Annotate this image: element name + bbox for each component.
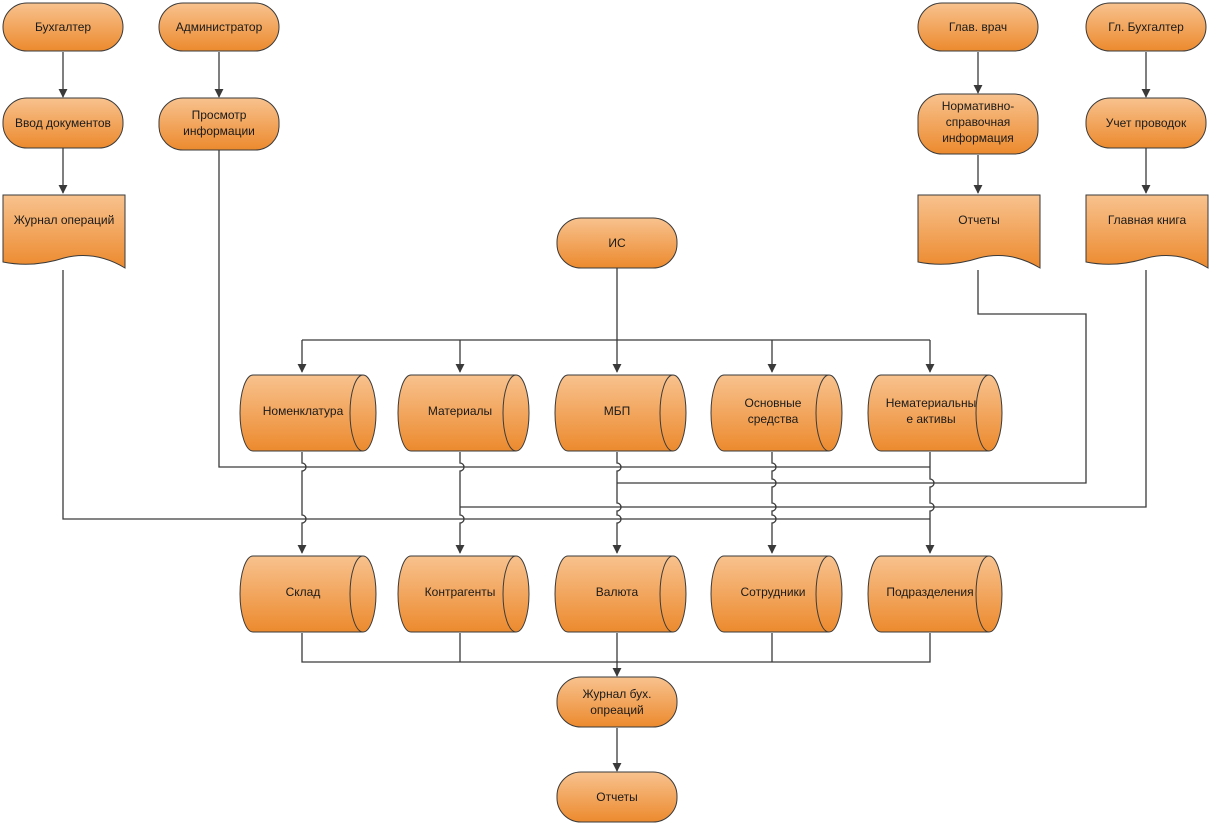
connectors [58,52,1151,772]
cylinder-sklad-label: Склад [286,585,321,599]
line-zhurnal-feed [62,270,930,520]
arrow-materialy-kontragenty [455,452,465,554]
cylinder-valyuta-label: Валюта [596,585,639,599]
node-zhurnal-buh[interactable]: Журнал бух. опреаций [556,676,678,728]
node-prosmotr[interactable]: Просмотр информации [158,97,280,151]
line-prosmotr-feed [218,150,930,468]
node-admin[interactable]: Администратор [158,2,280,52]
cylinder-osnovnye-label-2: средства [748,412,799,426]
node-admin-label: Администратор [176,20,263,34]
cylinder-valyuta[interactable]: Валюта [554,555,687,633]
arrow-nomenklatura-sklad [297,452,307,554]
node-gl-buhgalter[interactable]: Гл. Бухгалтер [1085,2,1207,52]
node-glavnaya-kniga[interactable]: Главная книга [1085,194,1209,269]
node-nsi[interactable]: Нормативно- справочная информация [917,93,1039,155]
cylinder-sotrudniki[interactable]: Сотрудники [710,555,843,633]
cylinder-nomenklatura-label: Номенклатура [263,404,344,418]
node-is[interactable]: ИС [556,217,678,269]
cylinder-osnovnye[interactable]: Основные средства [710,374,843,452]
cylinder-nematerialnye-label-2: е активы [906,412,955,426]
node-vvod[interactable]: Ввод документов [2,97,124,149]
node-nsi-label-1: Нормативно- [942,99,1015,113]
cylinder-nematerialnye[interactable]: Нематериальны е активы [867,374,1003,452]
node-glav-vrach-label: Глав. врач [949,20,1007,34]
node-gl-buhgalter-label: Гл. Бухгалтер [1108,20,1184,34]
node-buhgalter-label: Бухгалтер [35,20,91,34]
node-vvod-label: Ввод документов [15,116,111,130]
node-glavnaya-kniga-label: Главная книга [1108,213,1187,227]
cylinder-sotrudniki-label: Сотрудники [741,585,806,599]
cylinder-materialy[interactable]: Материалы [397,374,530,452]
node-zhurnal-buh-label-1: Журнал бух. [582,687,651,701]
cylinder-mbp-label: МБП [604,404,631,418]
cylinder-nematerialnye-label-1: Нематериальны [886,396,977,410]
cylinder-podrazdeleniya[interactable]: Подразделения [867,555,1003,633]
cylinder-sklad[interactable]: Склад [239,555,377,633]
node-uchet[interactable]: Учет проводок [1085,97,1207,149]
node-prosmotr-label-1: Просмотр [192,108,247,122]
cylinder-osnovnye-label-1: Основные [745,396,802,410]
node-otchety-doc[interactable]: Отчеты [917,194,1041,269]
node-zhurnal-buh-label-2: опреаций [590,703,643,717]
node-is-label: ИС [608,236,626,250]
line-bottom-merge-right [617,633,931,663]
line-otchety-feed [617,270,1087,484]
node-glav-vrach[interactable]: Глав. врач [917,2,1039,52]
node-otchety-final-label: Отчеты [596,790,637,804]
node-zhurnal-operaciy-label: Журнал операций [14,213,115,227]
cylinder-mbp[interactable]: МБП [554,374,687,452]
arrow-mbp-valyuta [612,452,622,554]
cylinder-nomenklatura[interactable]: Номенклатура [239,374,377,452]
node-otchety-doc-label: Отчеты [958,213,999,227]
cylinder-podrazdeleniya-label: Подразделения [886,585,973,599]
node-prosmotr-label-2: информации [183,124,255,138]
node-zhurnal-operaciy[interactable]: Журнал операций [2,194,126,269]
line-glavkniga-feed [460,270,1147,508]
arrow-nematerialnye-podrazdeleniya [925,452,935,554]
node-otchety-final[interactable]: Отчеты [556,771,678,823]
node-nsi-label-3: информация [942,131,1014,145]
cylinder-kontragenty[interactable]: Контрагенты [397,555,530,633]
node-nsi-label-2: справочная [946,115,1011,129]
arrow-osnovnye-sotrudniki [767,452,777,554]
cylinder-kontragenty-label: Контрагенты [425,585,496,599]
cylinder-materialy-label: Материалы [428,404,492,418]
node-buhgalter[interactable]: Бухгалтер [2,2,124,52]
line-bottom-merge-left [301,633,617,663]
node-uchet-label: Учет проводок [1106,116,1187,130]
